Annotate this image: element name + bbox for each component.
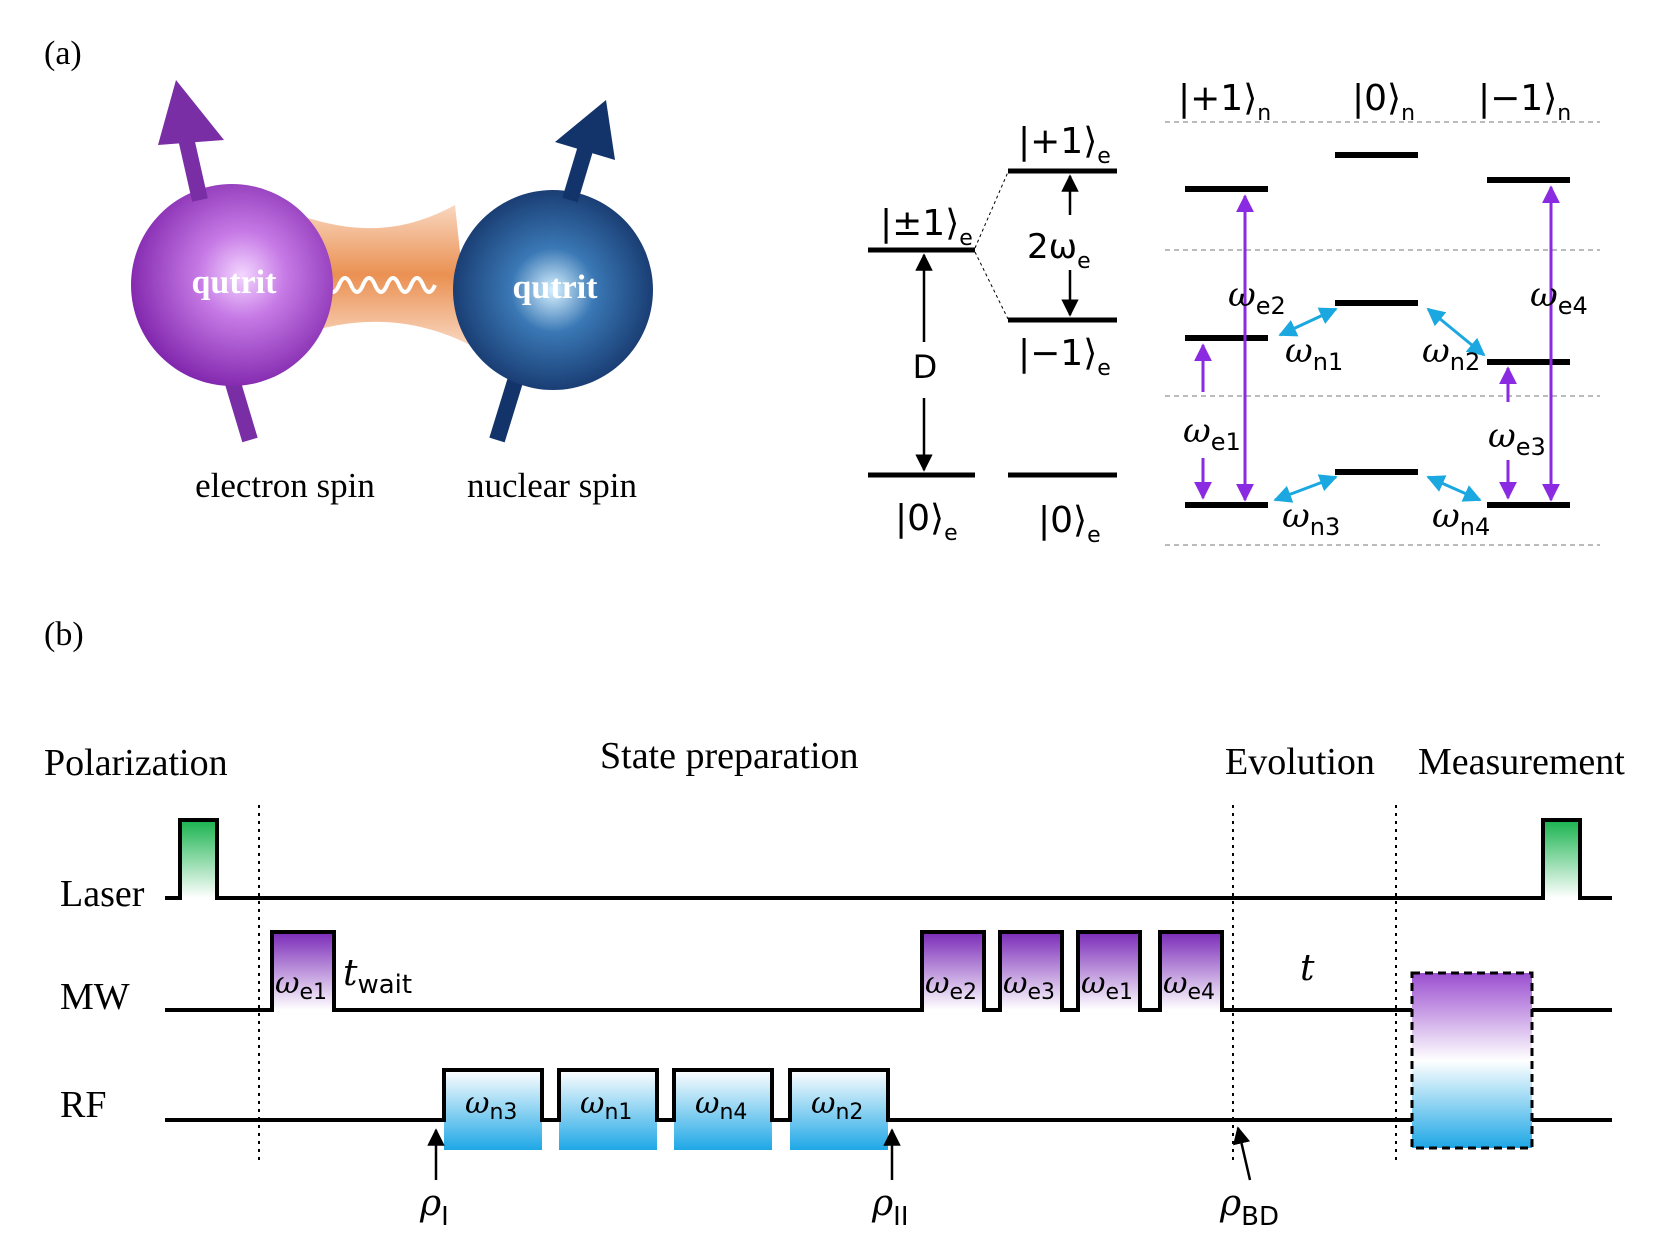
mw-pulse-e1-second: [1078, 932, 1140, 1010]
label-omega-n1: ωn1: [1285, 331, 1343, 376]
electron-level-diagram: D 2ωe |±1⟩e |+1⟩e |−1⟩e |0⟩e |0⟩e: [868, 121, 1117, 548]
transition-n1-arrow: [1278, 307, 1338, 337]
mw-trace: [165, 930, 1612, 1012]
qutrit-label-electron: qutrit: [192, 264, 278, 301]
row-label-rf: RF: [60, 1084, 106, 1126]
ket-pm1e: |±1⟩e: [880, 203, 973, 251]
ket-zero-n: |0⟩n: [1352, 78, 1415, 126]
panel-a-label: (a): [44, 35, 82, 72]
rf-pulse-n3: [444, 1070, 542, 1150]
nuclear-spin-arrow-head: [555, 100, 615, 160]
split-line-down: [974, 251, 1009, 320]
mw-pulse-e2: [922, 932, 984, 1010]
rf-pulse-n4: [674, 1070, 772, 1150]
rf-pulse-n1: [559, 1070, 657, 1150]
electron-spin-label: electron spin: [195, 466, 375, 505]
mw-label-e1: ωe1: [275, 966, 327, 1005]
D-label: D: [913, 348, 938, 386]
t-wait-label: twait: [343, 953, 412, 1000]
ket-zero-e-left: |0⟩e: [895, 498, 958, 546]
mw-label-e1-second: ωe1: [1081, 966, 1133, 1005]
t-evolution-label: t: [1300, 948, 1315, 989]
split-line-up: [974, 171, 1009, 249]
electron-qutrit-sphere: [131, 184, 333, 386]
mw-label-e2: ωe2: [925, 966, 977, 1005]
ket-p1e: |+1⟩e: [1018, 121, 1111, 169]
laser-trace: [165, 818, 1612, 900]
rho-BD-arrow: [1233, 1126, 1252, 1181]
laser-pulse-polarization: [180, 820, 217, 898]
laser-pulse-measurement: [1543, 820, 1580, 898]
transition-n3-arrow: [1273, 474, 1338, 503]
coupling-bridge: [285, 205, 470, 345]
two-omega-e-label: 2ωe: [1027, 227, 1091, 274]
rf-pulse-n2: [790, 1070, 888, 1150]
nuclear-qutrit-sphere: [453, 190, 653, 390]
label-omega-n3: ωn3: [1282, 496, 1340, 541]
ket-zero-e-right: |0⟩e: [1038, 500, 1101, 548]
measurement-block: [1410, 971, 1534, 1150]
ket-m1e: |−1⟩e: [1018, 333, 1111, 381]
nuclear-spin-arrow-tail: [489, 372, 525, 443]
rf-label-n1: ωn1: [580, 1086, 632, 1125]
rho-BD-label: ρBD: [1219, 1183, 1279, 1232]
mw-pulse-e1: [272, 932, 334, 1010]
nuclear-spin-label: nuclear spin: [467, 466, 637, 505]
label-omega-e3: ωe3: [1488, 416, 1546, 461]
spin-illustration: qutrit qutrit electron spin nuclear spin: [131, 80, 653, 505]
ket-p1n: |+1⟩n: [1178, 78, 1271, 126]
row-label-laser: Laser: [60, 873, 145, 915]
mw-pulse-e4: [1160, 932, 1222, 1010]
rf-label-n3: ωn3: [465, 1086, 517, 1125]
stage-state-preparation: State preparation: [600, 735, 859, 777]
rho-II-label: ρII: [871, 1183, 909, 1232]
mw-label-e4: ωe4: [1163, 966, 1215, 1005]
pulse-sequence: Polarization State preparation Evolution…: [44, 735, 1625, 1232]
row-label-mw: MW: [60, 976, 130, 1018]
ket-m1n: |−1⟩n: [1478, 78, 1571, 126]
label-omega-n4: ωn4: [1432, 496, 1490, 541]
stage-polarization: Polarization: [44, 742, 228, 784]
rf-label-n4: ωn4: [695, 1086, 747, 1125]
qutrit-label-nuclear: qutrit: [513, 269, 599, 306]
label-omega-n2: ωn2: [1422, 331, 1480, 376]
rf-label-n2: ωn2: [811, 1086, 863, 1125]
electron-spin-arrow-head: [158, 80, 224, 145]
electron-spin-arrow-tail: [224, 377, 258, 443]
mw-pulse-e3: [1000, 932, 1062, 1010]
transition-n2-arrow: [1426, 307, 1486, 357]
rho-I-label: ρI: [419, 1183, 449, 1232]
stage-evolution: Evolution: [1225, 741, 1375, 783]
coupling-wave: [313, 276, 437, 294]
rf-trace: [165, 1068, 1612, 1122]
label-omega-e2: ωe2: [1228, 275, 1286, 320]
transition-n4-arrow: [1426, 475, 1482, 502]
stage-measurement: Measurement: [1418, 741, 1625, 783]
mw-label-e3: ωe3: [1003, 966, 1055, 1005]
panel-b-label: (b): [44, 616, 84, 653]
hyperfine-level-diagram: |+1⟩n |0⟩n |−1⟩n ωe2 ωe4 ωe1 ωe3 ωn1 ωn: [1165, 78, 1600, 546]
label-omega-e1: ωe1: [1183, 411, 1241, 456]
label-omega-e4: ωe4: [1530, 275, 1588, 320]
